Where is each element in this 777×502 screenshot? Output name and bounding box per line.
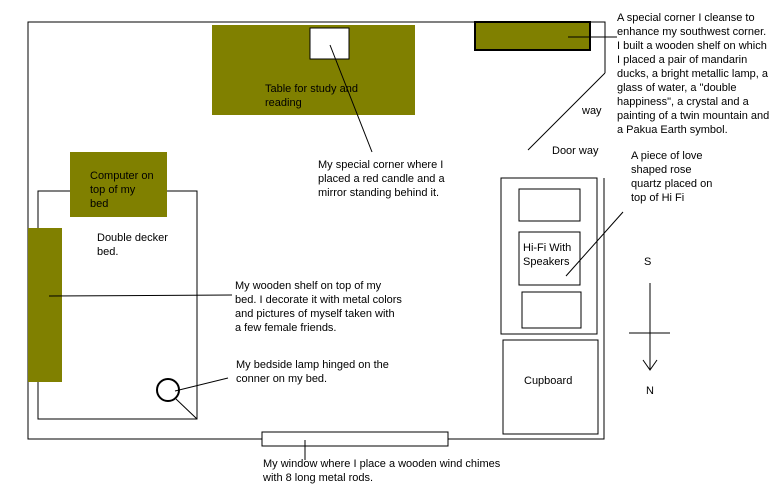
stray-text: way — [582, 105, 602, 117]
hifi-cabinet — [500, 177, 598, 335]
hifi-unit — [518, 231, 581, 286]
bed-shelf — [28, 228, 62, 382]
shelf-pointer — [48, 294, 233, 297]
table-label: Table for study and reading — [265, 83, 358, 109]
door — [527, 72, 606, 151]
bedside-lamp — [156, 378, 180, 402]
window — [261, 431, 449, 447]
compass-arrow-icon — [629, 283, 670, 371]
lamp-hinge — [175, 398, 198, 420]
compass-south: S — [644, 256, 652, 268]
shelf-label: My wooden shelf on top of my bed. I deco… — [235, 280, 402, 334]
room-walls — [27, 21, 606, 440]
hifi-label: Hi-Fi With Speakers — [523, 242, 572, 268]
quartz-label: A piece of love shaped rose quartz place… — [631, 150, 713, 204]
speaker-bottom — [521, 291, 582, 329]
mirror-corner — [309, 27, 350, 60]
cupboard — [502, 339, 599, 435]
compass-north: N — [646, 385, 654, 397]
computer-label: Computer on top of my bed — [90, 170, 154, 210]
southwest-shelf — [474, 21, 591, 51]
window-label: My window where I place a wooden wind ch… — [263, 458, 501, 484]
computer — [70, 152, 167, 217]
bed-label: Double decker bed. — [97, 232, 168, 258]
cupboard-label: Cupboard — [524, 375, 573, 387]
southwest-label: A special corner I cleanse to enhance my… — [617, 12, 770, 136]
lamp-label: My bedside lamp hinged on the conner on … — [236, 359, 389, 385]
lamp-pointer — [174, 377, 229, 392]
doorway-label: Door way — [552, 145, 599, 157]
quartz-pointer — [565, 211, 624, 277]
speaker-top — [518, 188, 581, 222]
candle-pointer — [329, 44, 373, 153]
room-wall-right — [448, 178, 605, 440]
candle-label: My special corner where I placed a red c… — [318, 159, 445, 199]
